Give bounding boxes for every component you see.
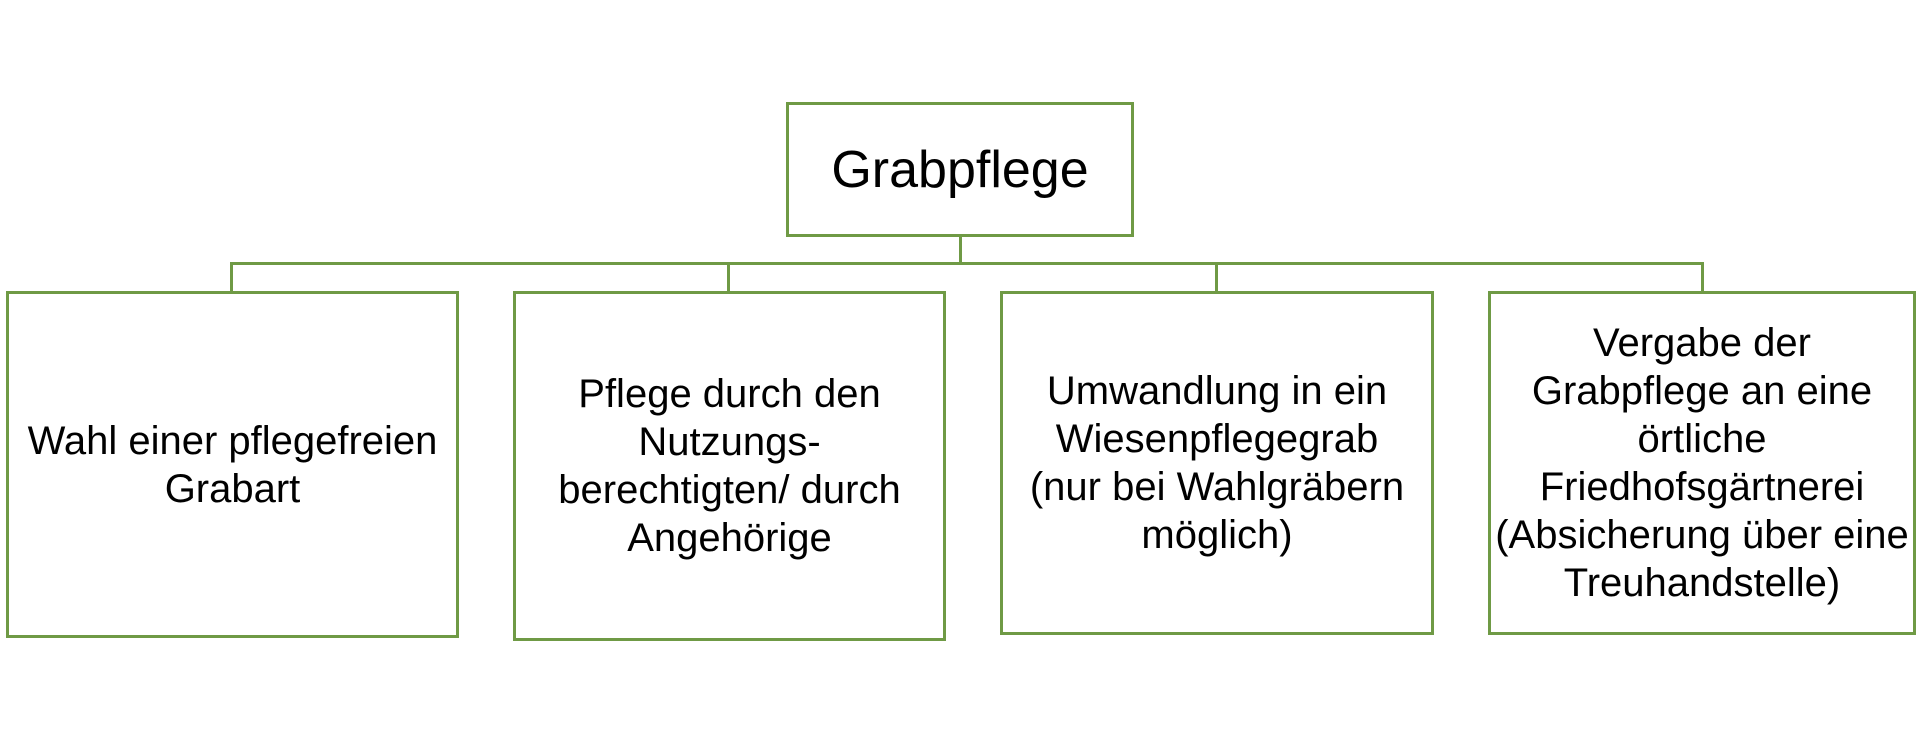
child-label-4: Vergabe der Grabpflege an eine örtliche … [1495,321,1909,605]
child-label-2: Pflege durch den Nutzungs-berechtigten/ … [558,372,901,560]
child-node-3: Umwandlung in ein Wiesenpflegegrab (nur … [1000,291,1434,635]
child-node-1: Wahl einer pflegefreien Grabart [6,291,459,638]
root-label: Grabpflege [831,140,1089,199]
root-connector [959,236,962,265]
root-node: Grabpflege [786,102,1134,237]
child-connector-4 [1701,262,1704,293]
child-node-4: Vergabe der Grabpflege an eine örtliche … [1488,291,1916,635]
child-node-2: Pflege durch den Nutzungs-berechtigten/ … [513,291,946,641]
child-label-1: Wahl einer pflegefreien Grabart [27,418,438,511]
child-connector-2 [727,262,730,293]
horizontal-connector [230,262,1704,265]
child-label-3: Umwandlung in ein Wiesenpflegegrab (nur … [1029,369,1405,557]
child-connector-1 [230,262,233,293]
child-connector-3 [1215,262,1218,293]
